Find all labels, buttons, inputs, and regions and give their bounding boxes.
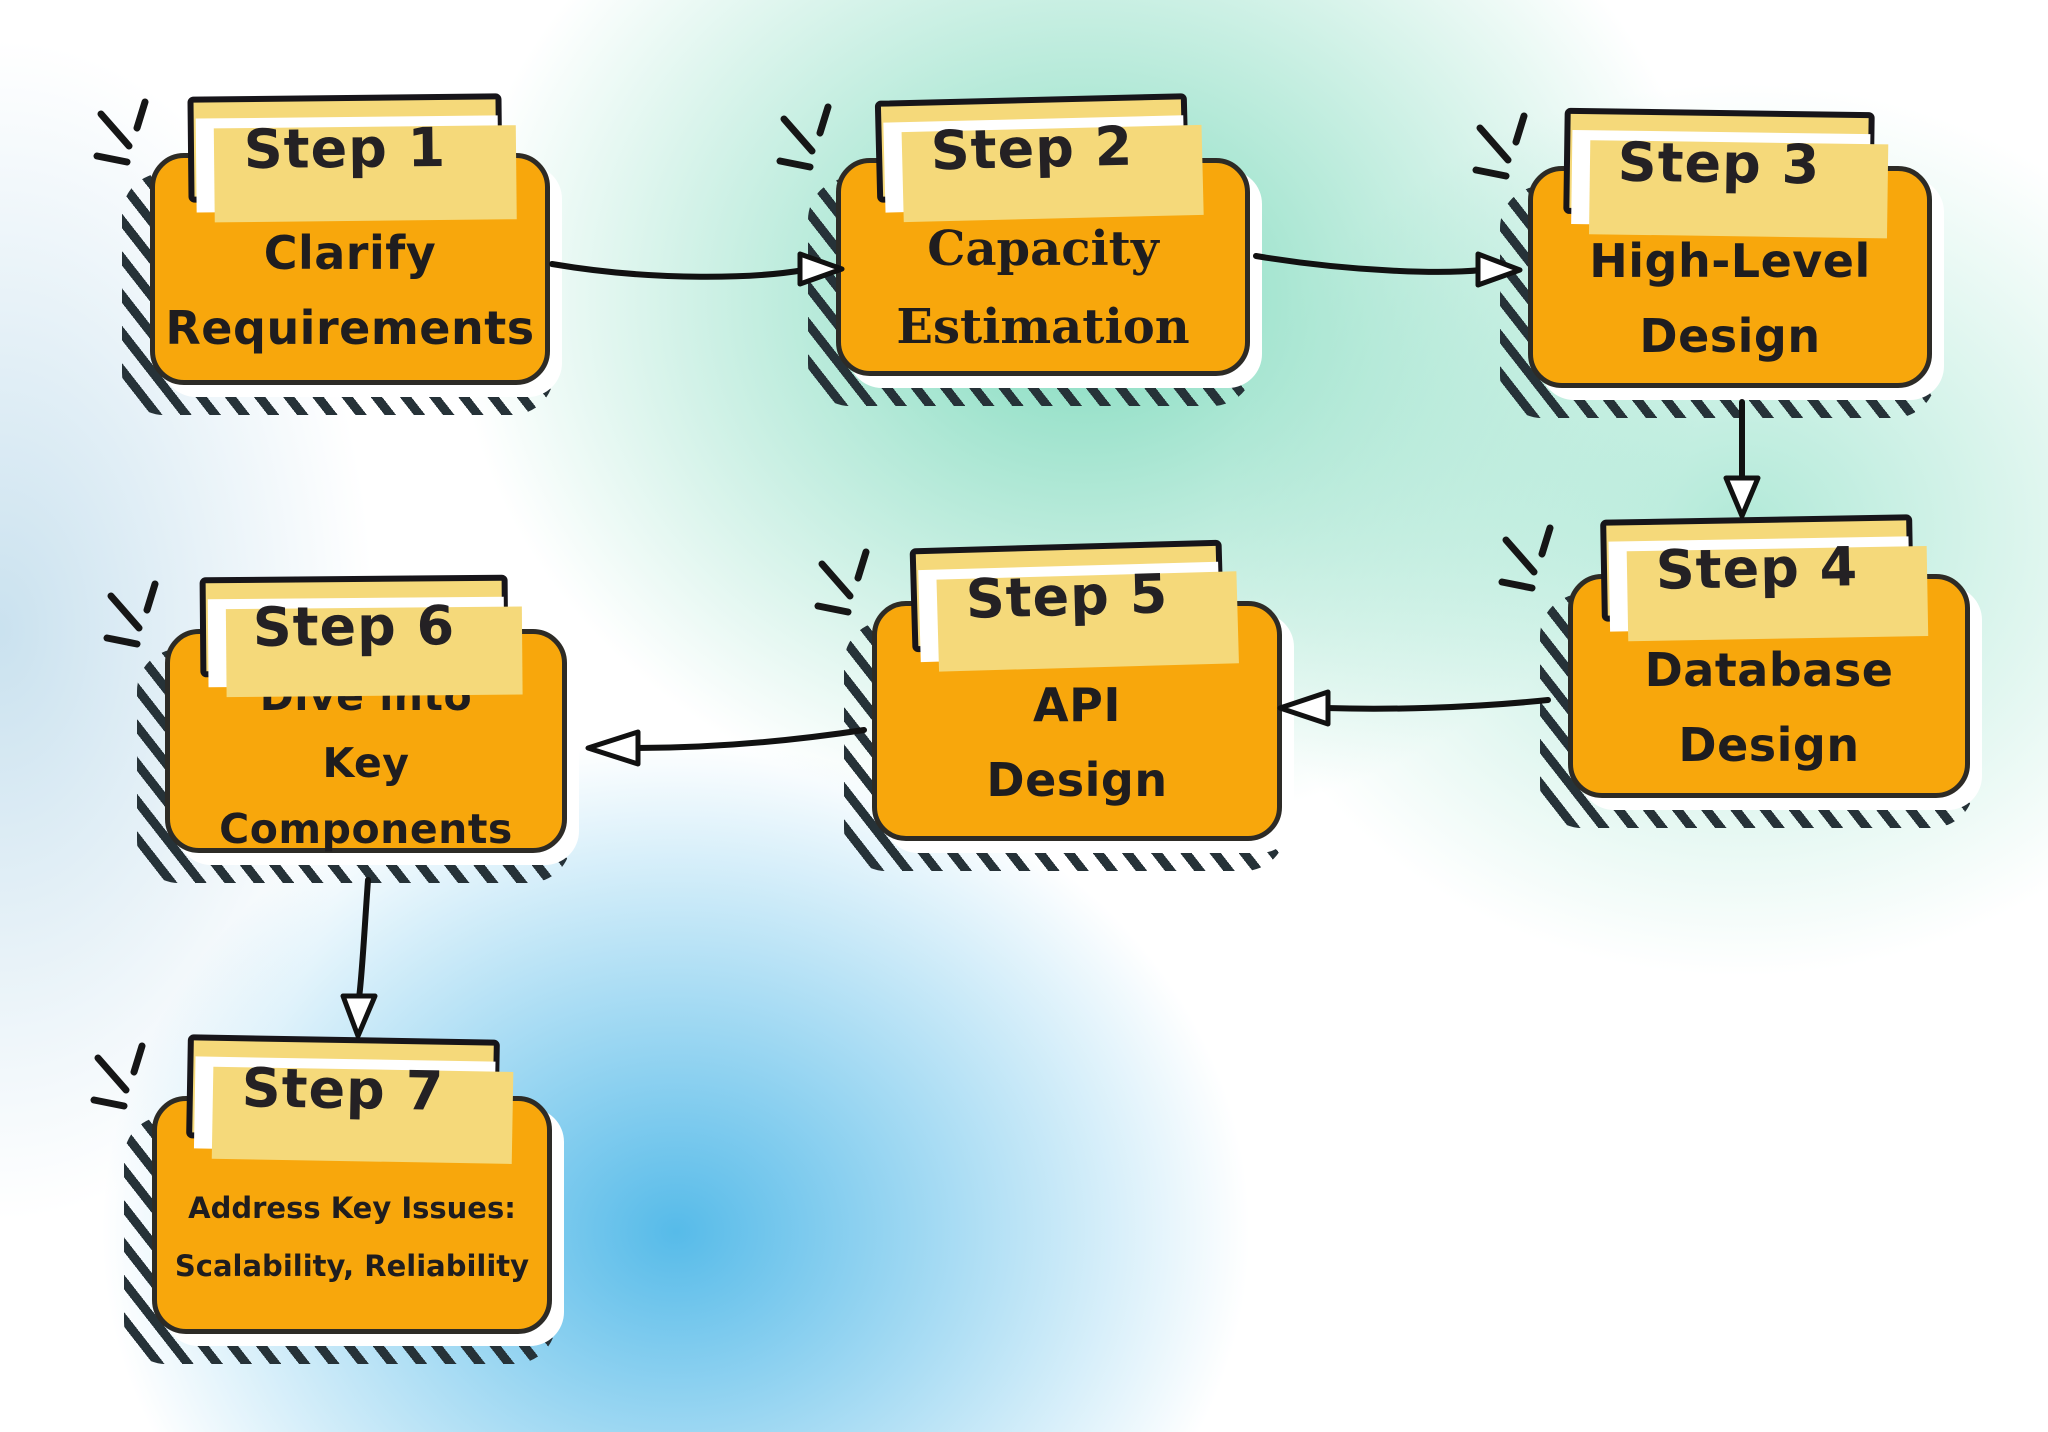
step-label-tag: Step 2 (874, 93, 1190, 203)
sparkle-burst-icon (814, 548, 870, 616)
step-label-text: Step 4 (1655, 534, 1859, 602)
title-line: Capacity (927, 221, 1159, 278)
arrow-step6-to-step7 (340, 877, 378, 1039)
title-line: Scalability, Reliability (174, 1249, 530, 1283)
sparkle-burst-icon (1498, 524, 1554, 592)
arrow-step2-to-step3 (1253, 251, 1523, 288)
arrow-step4-to-step5 (1277, 689, 1551, 727)
step-label-tag: Step 5 (909, 539, 1225, 653)
title-line: Clarify (263, 226, 437, 281)
title-line: Estimation (896, 299, 1190, 355)
step-card-7: Address Key Issues: Scalability, Reliabi… (124, 1034, 556, 1364)
step-label-text: Step 6 (252, 593, 456, 659)
step-title: Clarify Requirements (155, 216, 545, 365)
title-line: Database (1644, 643, 1894, 698)
title-line: Key Components (219, 738, 513, 854)
title-line: Address Key Issues: (188, 1191, 516, 1225)
title-line: High-Level (1589, 234, 1871, 289)
step-title: Database Design (1573, 633, 1965, 782)
step-label-tag: Step 7 (186, 1034, 500, 1144)
title-line: API (1033, 678, 1121, 733)
step-label-tag: Step 6 (199, 574, 509, 678)
sparkle-burst-icon (103, 580, 159, 648)
step-card-6: Dive into Key Components Step 6 (137, 574, 571, 883)
step-card-3: High-Level Design Step 3 (1500, 107, 1936, 418)
step-label-text: Step 7 (241, 1055, 445, 1123)
arrow-step1-to-step2 (549, 251, 845, 287)
step-label-tag: Step 3 (1563, 107, 1875, 219)
step-label-text: Step 2 (930, 114, 1134, 182)
step-card-4: Database Design Step 4 (1540, 514, 1974, 828)
arrow-step5-to-step6 (585, 727, 867, 767)
step-label-tag: Step 4 (1600, 514, 1914, 622)
step-title: API Design (877, 668, 1277, 817)
title-line: Design (1639, 309, 1821, 363)
step-card-2: Capacity Estimation Step 2 (808, 93, 1254, 406)
step-title: Address Key Issues: Scalability, Reliabi… (157, 1179, 547, 1295)
title-line: Design (986, 753, 1168, 807)
step-label-text: Step 5 (964, 561, 1170, 631)
step-title: Capacity Estimation (841, 211, 1245, 367)
step-label-text: Step 1 (243, 115, 447, 181)
title-line: Design (1678, 718, 1860, 772)
step-title: High-Level Design (1533, 224, 1927, 373)
sparkle-burst-icon (776, 103, 832, 171)
step-label-tag: Step 1 (187, 93, 503, 203)
step-card-5: API Design Step 5 (844, 539, 1286, 871)
title-line: Requirements (165, 301, 535, 355)
step-card-1: Clarify Requirements Step 1 (122, 93, 554, 415)
sparkle-burst-icon (90, 1042, 146, 1110)
step-label-text: Step 3 (1617, 130, 1821, 196)
